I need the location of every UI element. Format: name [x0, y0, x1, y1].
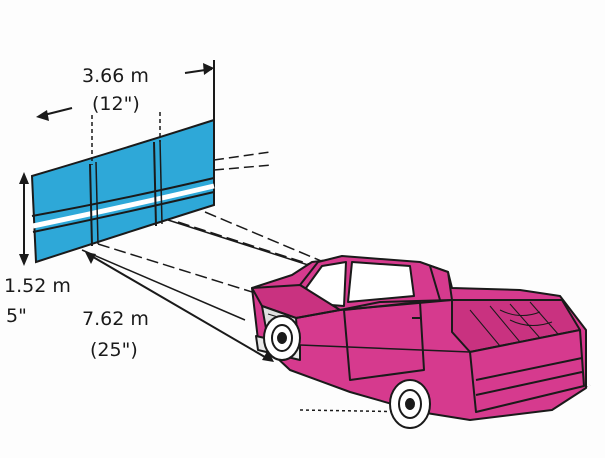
height-imperial-label: 5"	[6, 305, 27, 327]
distance-metric-label: 7.62 m	[82, 308, 149, 330]
screen-panel	[30, 60, 215, 264]
distance-dimension-line	[85, 252, 274, 362]
height-dimension-line	[19, 172, 29, 266]
height-metric-label: 1.52 m	[4, 275, 71, 297]
width-dimension-line	[36, 63, 214, 121]
distance-imperial-label: (25")	[90, 339, 138, 361]
width-metric-label: 3.66 m	[82, 65, 149, 87]
width-imperial-label: (12")	[92, 93, 140, 115]
pickup-truck	[251, 255, 591, 429]
